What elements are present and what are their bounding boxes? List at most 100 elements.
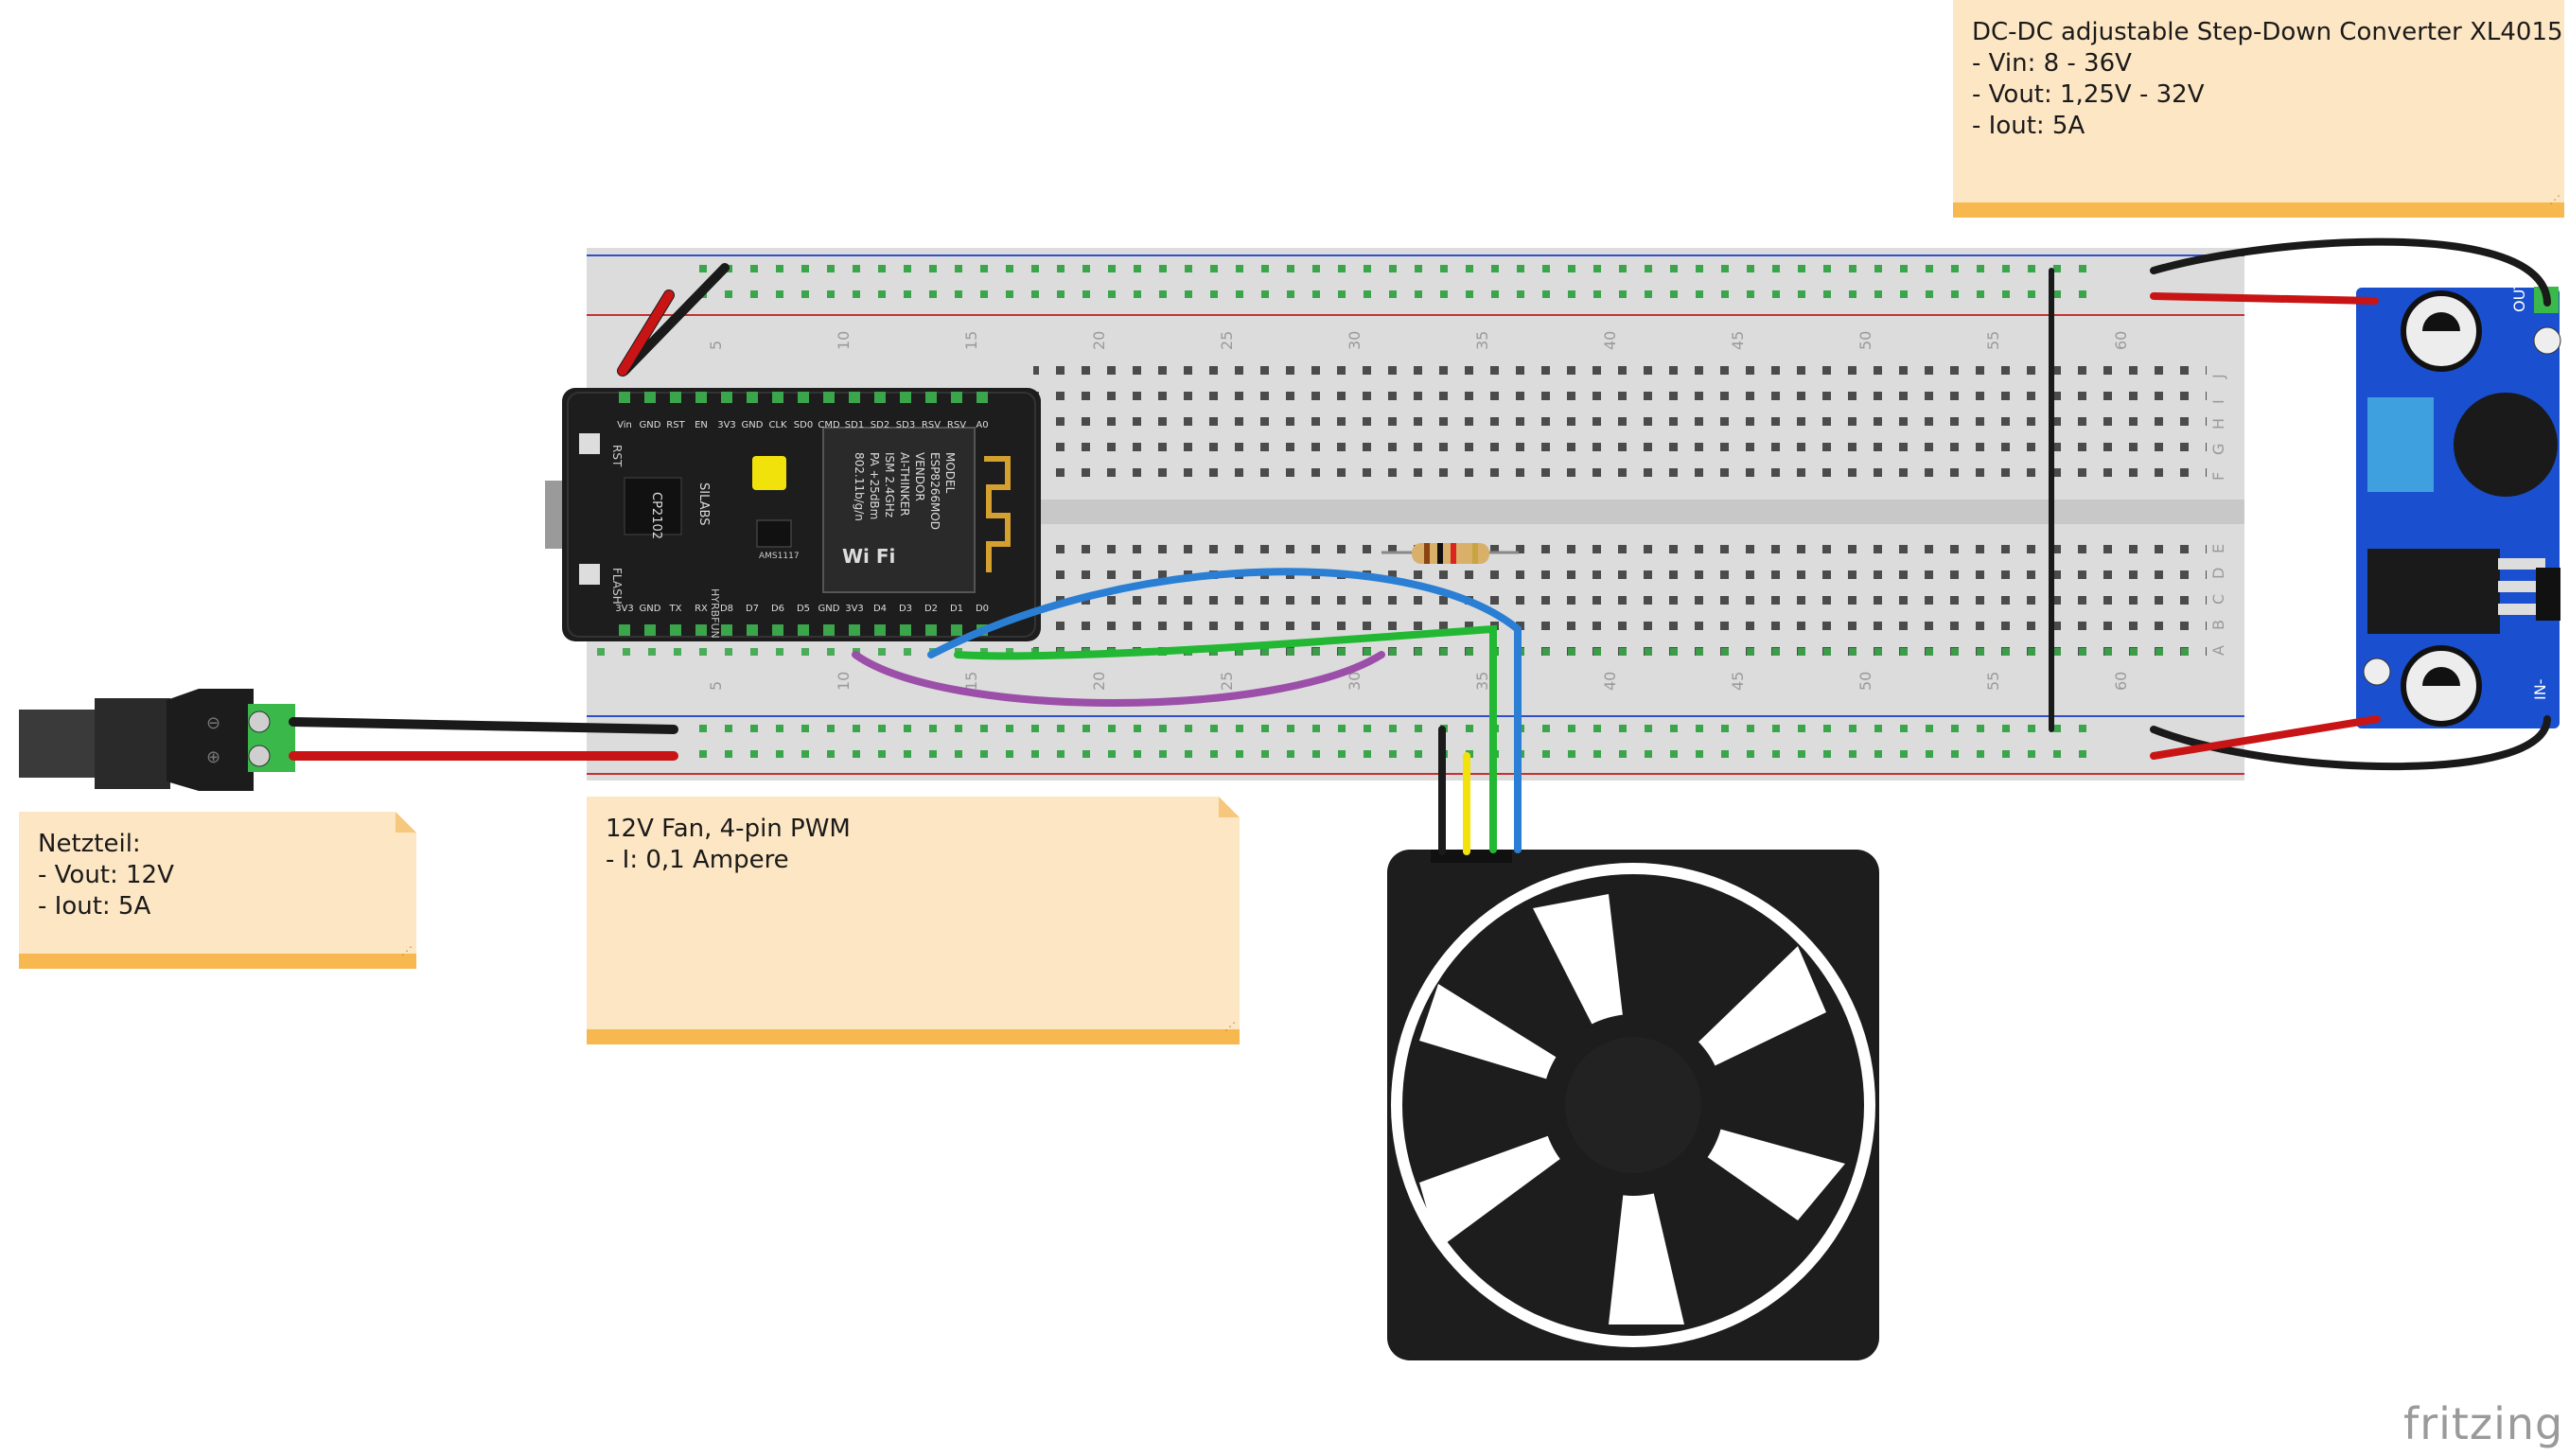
esp-pin-label-bottom: D5 [797,604,810,614]
esp-pin-top [695,392,707,403]
wire-purple [852,651,1385,707]
esp-pin-label-top: RSV [922,420,941,430]
fan-12v [1387,850,1879,1360]
row-letter: J [2209,374,2227,379]
esp-pin-label-top: SD2 [871,420,889,430]
esp-pin-bottom [849,624,860,636]
column-number-bottom: 50 [1856,672,1874,691]
esp-pin-top [747,392,758,403]
esp-module-text: ISM 2.4GHz [883,452,896,517]
in-label: IN- [2531,679,2549,700]
column-number-bottom: 15 [962,672,980,691]
esp-pin-bottom [951,624,962,636]
wire-jack-black [289,717,678,734]
esp-pin-top [619,392,630,403]
note-psu-line-3: - Iout: 5A [38,892,151,921]
esp-pin-bottom [874,624,886,636]
esp-pin-bottom [670,624,681,636]
note-fan-line-1: 12V Fan, 4-pin PWM [606,815,851,843]
flash-button [579,564,600,585]
wire-out-red [2150,292,2379,305]
brand-text: HYRBFUN [709,588,721,639]
regulator-text: AMS1117 [759,552,800,561]
rst-label: RST [610,445,624,467]
resistor [1381,543,1519,564]
antenna-trace [984,456,1011,572]
wire-in-red [2150,715,2381,760]
row-letter: I [2209,399,2227,404]
esp-pin-label-top: CLK [768,420,787,430]
wire-out-black [2150,237,2551,307]
esp-pin-top [823,392,835,403]
esp-pin-label-top: GND [640,420,661,430]
chip-model: CP2102 [649,492,663,539]
out-label: OUT+ [2510,268,2528,312]
note-fold-icon [396,812,416,833]
esp-module-text: VENDOR [913,452,926,501]
esp-pin-label-bottom: D1 [950,604,963,614]
esp-pin-top [772,392,783,403]
column-number-top: 10 [835,331,853,350]
esp-pin-label-top: CMD [818,420,840,430]
esp-pin-bottom [619,624,630,636]
esp-pin-label-bottom: 3V3 [845,604,864,614]
xl4015-chip [2367,549,2500,634]
esp-pin-label-top: EN [695,420,708,430]
column-number-bottom: 20 [1090,672,1108,691]
dc-barrel-jack: ⊖ ⊕ [19,689,295,791]
esp-pin-bottom [798,624,809,636]
esp-pin-bottom [695,624,707,636]
note-converter-line-4: - Iout: 5A [1972,112,2085,140]
esp-pin-label-bottom: D8 [720,604,733,614]
yellow-capacitor [752,456,786,490]
note-fold-icon [1219,797,1240,817]
resize-grip-icon[interactable]: ⋰ [401,944,413,957]
esp-pin-top [951,392,962,403]
column-number-bottom: 30 [1346,672,1364,691]
esp-module-text: AI-THINKER [898,452,911,517]
esp-module-text: 802.11b/g/n [853,452,866,521]
chip-brand: SILABS [696,482,711,525]
esp-pin-label-bottom: 3V3 [615,604,634,614]
wire-blue [927,568,1522,853]
esp-pin-label-bottom: D4 [873,604,887,614]
column-number-bottom: 40 [1601,672,1619,691]
rst-button [579,433,600,454]
note-bar [587,1029,1240,1044]
note-converter: DC-DC adjustable Step-Down Converter XL4… [1953,0,2564,218]
esp-pin-label-bottom: D0 [976,604,989,614]
resize-grip-icon[interactable]: ⋰ [2549,193,2560,206]
esp-pin-label-bottom: D6 [771,604,784,614]
row-letter: F [2209,472,2227,481]
regulator-chip [756,519,792,548]
esp-pin-top [925,392,937,403]
esp-pin-bottom [823,624,835,636]
column-number-top: 30 [1346,331,1364,350]
esp-pin-label-top: GND [742,420,764,430]
esp-module [822,427,976,593]
potentiometer [2367,397,2434,492]
column-number-top: 40 [1601,331,1619,350]
column-number-top: 55 [1984,331,2002,350]
esp-pin-bottom [644,624,656,636]
resize-grip-icon[interactable]: ⋰ [1224,1020,1236,1033]
column-number-bottom: 10 [835,672,853,691]
esp-pin-bottom [925,624,937,636]
wifi-logo: Wi Fi [842,545,895,568]
column-number-top: 35 [1473,331,1491,350]
note-converter-line-2: - Vin: 8 - 36V [1972,49,2132,78]
esp-pin-bottom [900,624,911,636]
note-fan-line-2: - I: 0,1 Ampere [606,846,789,874]
column-number-top: 15 [962,331,980,350]
column-number-top: 25 [1218,331,1236,350]
esp-pin-label-bottom: D7 [746,604,759,614]
esp-pin-top [900,392,911,403]
esp-pin-label-bottom: TX [669,604,682,614]
row-letter: A [2209,645,2227,656]
esp-pin-label-bottom: D2 [924,604,938,614]
esp-pin-label-bottom: RX [695,604,708,614]
esp-pin-top [644,392,656,403]
esp-pin-bottom [747,624,758,636]
